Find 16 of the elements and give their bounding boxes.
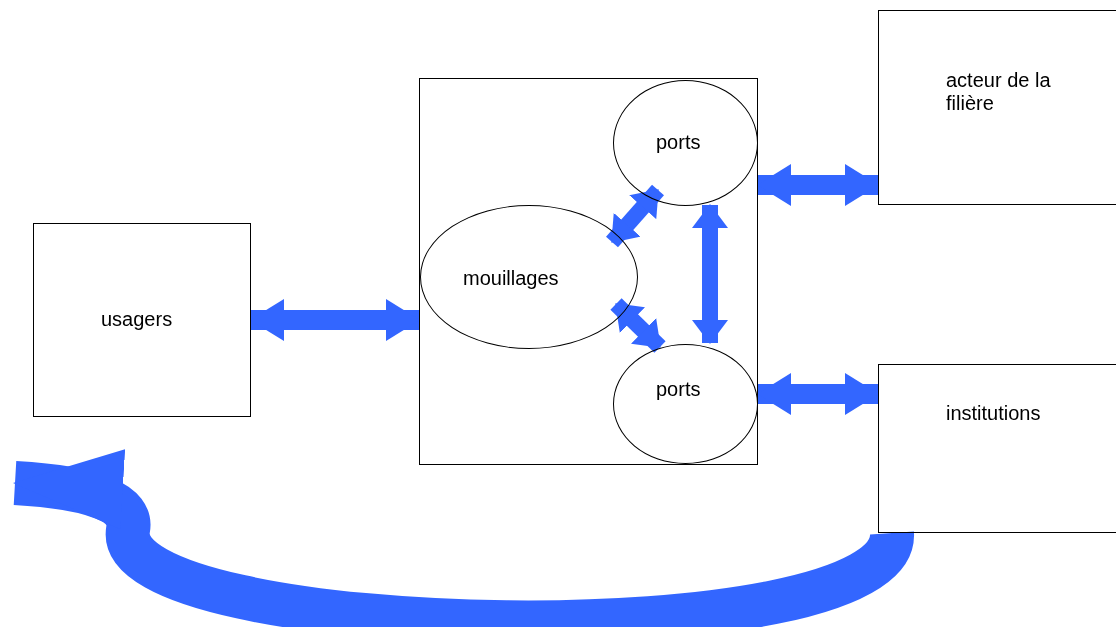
double-arrow <box>610 298 666 353</box>
curved-arrow <box>13 450 912 627</box>
text-box <box>33 223 251 417</box>
container-box <box>419 78 758 465</box>
double-arrow <box>692 204 728 344</box>
text-box <box>878 10 1116 205</box>
node-label: acteur de la filière <box>946 69 1052 115</box>
double-arrow <box>606 184 664 248</box>
node-label: ports <box>656 131 702 154</box>
node-label: mouillages <box>463 267 560 290</box>
text-box <box>878 364 1116 533</box>
double-arrow <box>757 373 879 415</box>
node-label: usagers <box>101 308 174 331</box>
double-arrow <box>250 299 420 341</box>
node-label: ports <box>656 378 702 401</box>
node-label: institutions <box>946 402 1042 425</box>
